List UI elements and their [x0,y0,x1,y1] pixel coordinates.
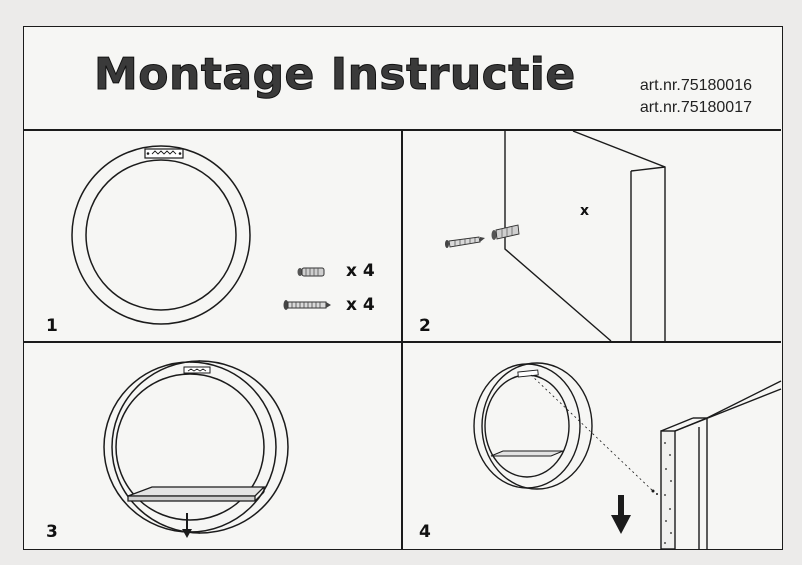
round-shelf-perspective [103,360,289,534]
screw-icon [445,236,485,248]
wall-plug-icon [297,267,325,277]
step-3-panel: 3 [24,343,401,549]
page-title: Montage Instructie [94,49,576,101]
instruction-sheet: Montage Instructie art.nr.75180016 art.n… [23,26,783,550]
wall-plug-icon [491,224,520,240]
inner-shelf-board [127,486,266,502]
header-divider [24,129,781,131]
wall-cross-section [660,380,782,550]
step-number-4: 4 [419,522,431,542]
hanging-bracket-icon [517,369,539,378]
step-4-panel: 4 [403,343,782,550]
wall-texture [664,442,672,544]
wall-plug-quantity: x 4 [346,261,375,281]
inner-shelf-board [490,450,564,457]
step-1-illustration [71,145,331,325]
step-2-illustration [445,130,666,342]
article-number-1: art.nr.75180016 [639,77,752,94]
drill-mark: x [580,203,590,219]
step-3-illustration [103,360,289,538]
step-number-2: 2 [419,316,431,336]
hanging-bracket-icon [183,366,211,374]
step-1-panel: x 4 x 4 1 [24,131,401,341]
screw-head-marker [651,489,658,495]
step-2-panel: x 2 [403,130,781,342]
step-number-3: 3 [46,522,58,542]
alignment-guide [530,374,654,492]
round-shelf-side [473,362,593,490]
step-4-illustration [473,362,782,550]
arrow-down-icon [182,513,192,538]
round-shelf-front [71,145,251,325]
article-number-2: art.nr.75180017 [639,99,752,116]
hanging-bracket-icon [144,148,184,159]
arrow-down-icon [611,495,631,534]
screw-icon [283,300,331,310]
screw-quantity: x 4 [346,295,375,315]
wall-panel [504,130,666,342]
middle-divider [24,341,781,343]
center-divider [401,129,403,549]
article-numbers: art.nr.75180016 art.nr.75180017 [640,75,752,119]
step-number-1: 1 [46,316,58,336]
